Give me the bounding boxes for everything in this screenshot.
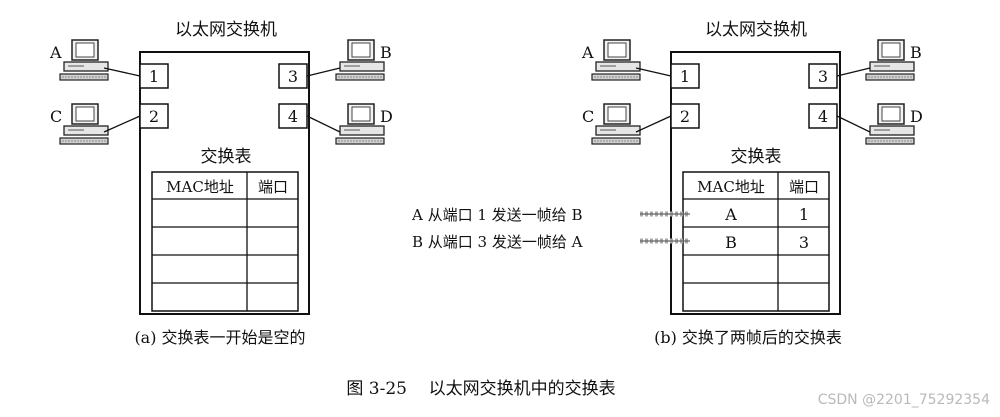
switch-b-port-1-box (670, 63, 700, 89)
switch-a-col-port: 端口 (258, 178, 288, 196)
table-row-1-mac: A (724, 205, 737, 224)
table-row-1-port: 1 (799, 205, 809, 224)
switch-b-port-2-label: 2 (680, 107, 690, 126)
subcaption-a: (a) 交换表一开始是空的 (134, 328, 305, 347)
host-c-label: C (50, 107, 62, 126)
link-a-1 (103, 67, 141, 77)
switch-b-col-mac: MAC地址 (697, 178, 765, 196)
host-d-label: D (910, 107, 923, 126)
switch-b-port-2-box (670, 103, 700, 129)
watermark: CSDN @2201_75292354 (818, 392, 990, 408)
switch-a: 以太网交换机 1 2 3 4 A C B D 交换表 (49, 20, 393, 347)
host-d-pc-icon (865, 103, 915, 145)
link-a-1 (635, 67, 672, 77)
host-c-pc-icon (591, 103, 641, 145)
subcaption-b: (b) 交换了两帧后的交换表 (654, 328, 842, 347)
link-b-3 (306, 67, 341, 77)
switch-a-port-2-label: 2 (149, 107, 159, 126)
switch-b-title: 以太网交换机 (705, 20, 807, 40)
figure-caption: 图 3-25 以太网交换机中的交换表 (346, 379, 615, 399)
switch-a-col-mac: MAC地址 (166, 178, 234, 196)
host-b-label: B (380, 43, 392, 62)
switch-a-port-3-label: 3 (288, 67, 298, 86)
host-c-label: C (582, 107, 594, 126)
table-row-2-port: 3 (799, 233, 809, 252)
host-d-pc-icon (335, 103, 385, 145)
switch-a-port-4-label: 4 (288, 107, 298, 126)
switch-b-col-port: 端口 (789, 178, 819, 196)
link-b-3 (836, 67, 871, 77)
host-b-pc-icon (335, 39, 385, 81)
host-c-pc-icon (59, 103, 109, 145)
annotation-b-to-a: B 从端口 3 发送一帧给 A (412, 233, 583, 251)
link-d-4 (836, 115, 871, 133)
host-a-pc-icon (59, 39, 109, 81)
switch-b-table: MAC地址 端口 A 1 B 3 (682, 171, 830, 312)
switch-a-table-title: 交换表 (201, 147, 252, 167)
switch-b-port-4-label: 4 (818, 107, 828, 126)
switch-a-port-1-label: 1 (149, 67, 159, 86)
switch-b-port-1-label: 1 (680, 67, 690, 86)
host-b-label: B (910, 43, 922, 62)
switch-a-table: MAC地址 端口 (151, 171, 299, 312)
switch-a-port-4-box (278, 103, 308, 129)
table-row-2-mac: B (725, 233, 737, 252)
link-c-2 (103, 115, 141, 133)
switch-a-box (139, 51, 310, 315)
host-a-label: A (49, 43, 62, 62)
switch-a-title: 以太网交换机 (175, 20, 277, 40)
annotation-a-to-b: A 从端口 1 发送一帧给 B (411, 206, 582, 224)
host-d-label: D (380, 107, 393, 126)
host-b-pc-icon (865, 39, 915, 81)
link-d-4 (306, 115, 341, 133)
switch-b: 以太网交换机 1 2 3 4 A C B D 交换表 MAC地址 端 (411, 20, 923, 347)
switch-b-port-3-label: 3 (818, 67, 828, 86)
host-a-label: A (581, 43, 594, 62)
switch-b-box (670, 51, 841, 315)
host-a-pc-icon (591, 39, 641, 81)
switch-b-port-3-box (808, 63, 838, 89)
switch-b-table-title: 交换表 (731, 147, 782, 167)
link-c-2 (635, 115, 672, 133)
